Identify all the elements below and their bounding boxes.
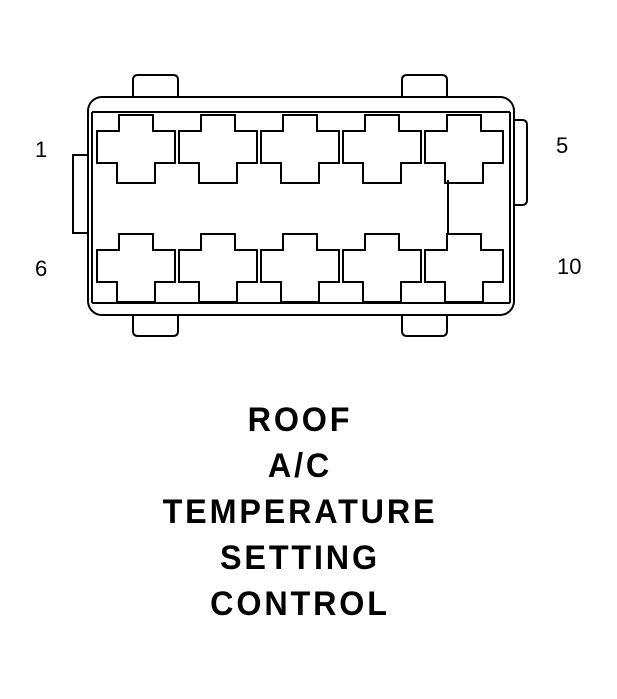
pin-cavity-10	[424, 233, 504, 303]
connector-diagram: 1 5 6 10	[35, 74, 581, 337]
caption-line-3: TEMPERATURE	[162, 493, 438, 531]
pin-label-6: 6	[35, 256, 47, 281]
pin-label-5: 5	[556, 133, 568, 158]
pin-cavity-6	[96, 233, 176, 303]
pin-cavity-7	[178, 233, 258, 303]
caption-line-1: ROOF	[247, 401, 353, 439]
caption: ROOF A/C TEMPERATURE SETTING CONTROL	[0, 403, 600, 633]
pin-label-10: 10	[557, 254, 581, 279]
top-latch-right	[401, 74, 448, 97]
pin-cavity-3	[260, 114, 340, 184]
pin-cavity-5	[424, 114, 504, 184]
pin-cavity-2	[178, 114, 258, 184]
caption-line-4: SETTING	[220, 539, 380, 577]
connector-body	[87, 96, 515, 316]
pin-cavity-1	[96, 114, 176, 184]
pin-label-1: 1	[35, 137, 47, 162]
caption-line-2: A/C	[267, 447, 333, 485]
pin-cavity-9	[342, 233, 422, 303]
caption-line-5: CONTROL	[210, 585, 390, 623]
left-side-tab	[72, 154, 88, 234]
pin-labels: 1 5 6 10	[35, 133, 581, 281]
top-latch-left	[132, 74, 179, 97]
bottom-latch-left	[132, 315, 179, 337]
pin-cavity-4	[342, 114, 422, 184]
bottom-latch-right	[401, 315, 448, 337]
pin-cavity-8	[260, 233, 340, 303]
right-side-tab	[514, 119, 528, 206]
